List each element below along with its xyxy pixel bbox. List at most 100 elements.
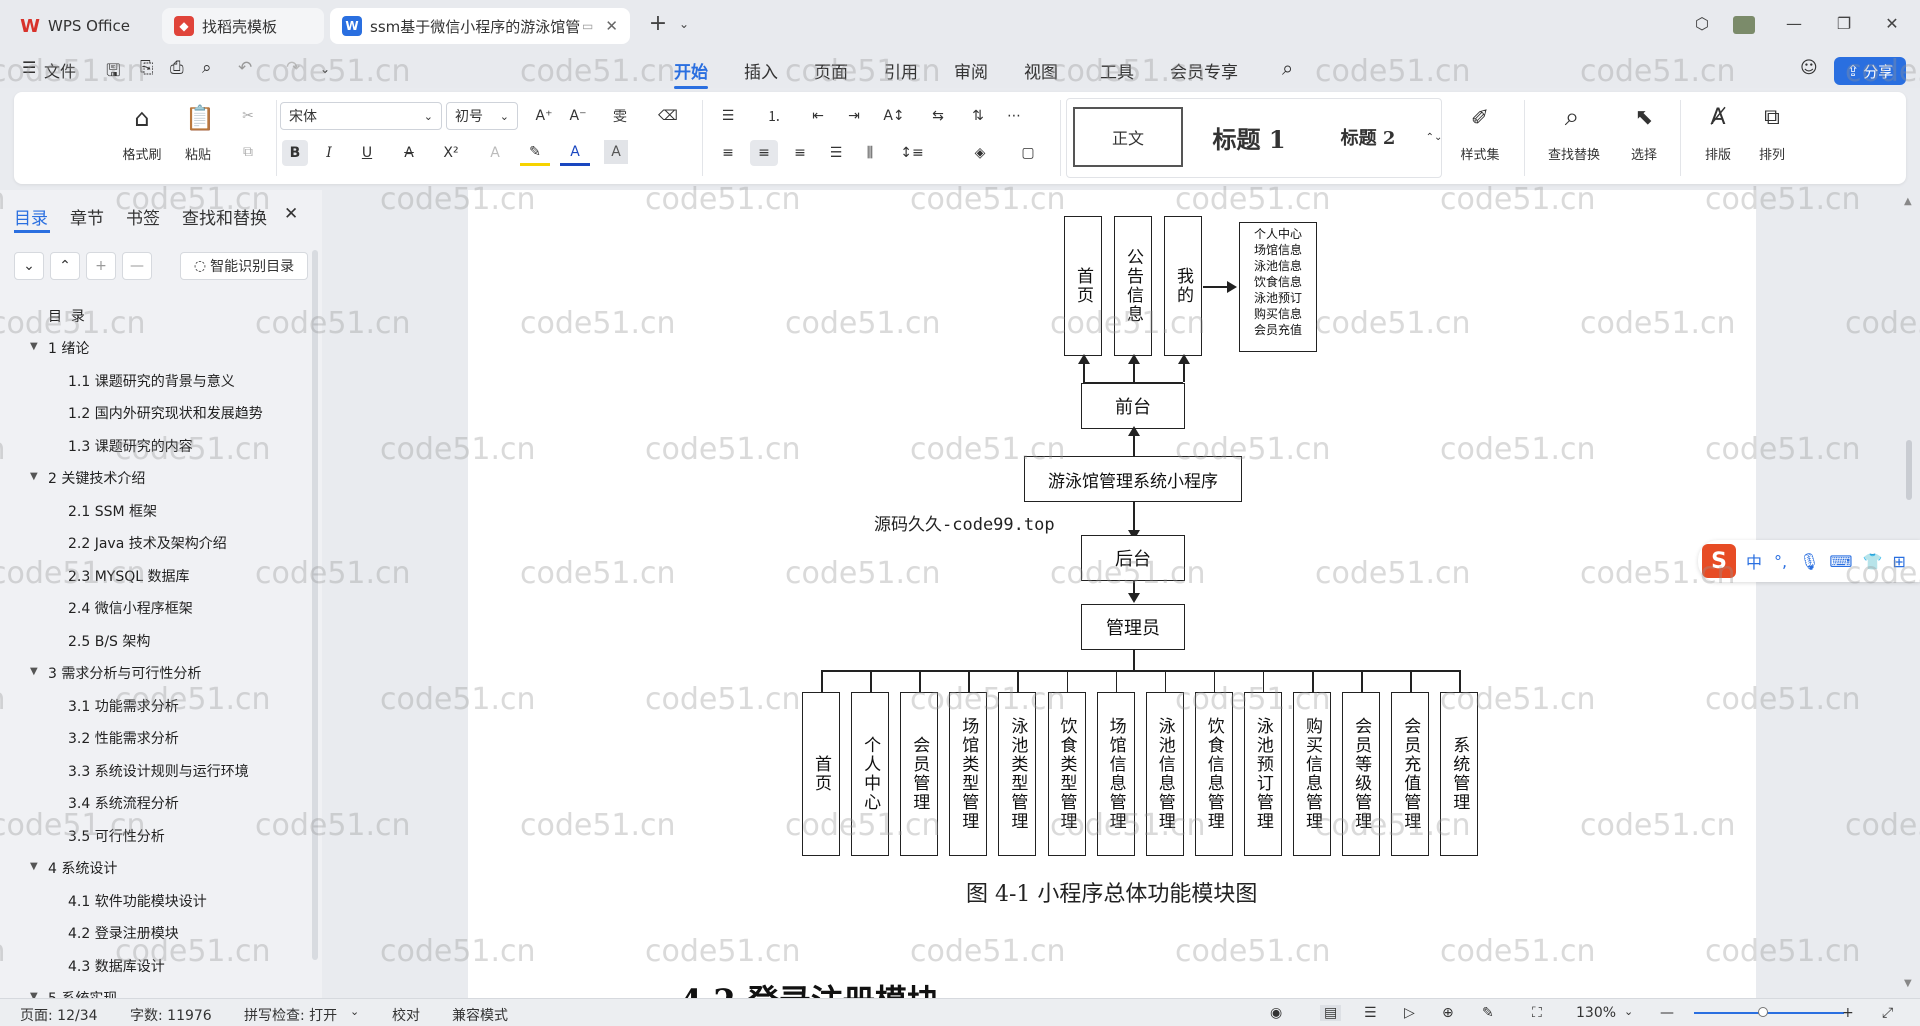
menu-review[interactable]: 审阅	[954, 63, 988, 83]
word-count[interactable]: 字数: 11976	[130, 1008, 212, 1024]
monitor-icon[interactable]: ▭	[582, 19, 594, 33]
tab-toc[interactable]: 目录	[14, 209, 48, 229]
new-tab-button[interactable]: +	[648, 11, 668, 36]
toc-item[interactable]: 2.5 B/S 架构	[68, 633, 151, 650]
char-shading-icon[interactable]: A	[604, 140, 628, 164]
tab-wps-office[interactable]: W WPS Office	[8, 8, 154, 44]
toolbox-icon[interactable]: ⊞	[1892, 551, 1906, 571]
format-painter-button[interactable]: 格式刷	[122, 147, 162, 163]
menu-insert[interactable]: 插入	[744, 63, 778, 83]
web-view-icon[interactable]: ⊕	[1442, 1005, 1454, 1021]
zoom-slider-thumb[interactable]	[1758, 1007, 1768, 1017]
preview-icon[interactable]: ⌕	[202, 58, 212, 78]
expand-triangle-icon[interactable]: ▼	[30, 861, 38, 872]
font-name-select[interactable]: 宋体⌄	[280, 102, 442, 130]
toc-item[interactable]: 4.3 数据库设计	[68, 958, 165, 975]
tab-find-replace[interactable]: 查找和替换	[182, 209, 267, 229]
zoom-level[interactable]: 130%	[1576, 1005, 1617, 1021]
shrink-font-icon[interactable]: A⁻	[569, 108, 587, 124]
strikethrough-icon[interactable]: A	[404, 145, 414, 161]
close-pane-icon[interactable]: ✕	[284, 204, 299, 224]
menu-tools[interactable]: 工具	[1100, 63, 1134, 83]
search-icon[interactable]: ⌕	[1282, 56, 1294, 80]
toc-item[interactable]: 2.1 SSM 框架	[68, 503, 158, 520]
export-icon[interactable]: ⎘	[140, 58, 154, 78]
select-cursor-icon[interactable]: ⬉	[1634, 104, 1654, 130]
scroll-up-icon[interactable]: ▲	[1904, 196, 1912, 207]
style-heading-1[interactable]: 标题 1	[1212, 124, 1286, 154]
menu-view[interactable]: 视图	[1024, 63, 1058, 83]
page-indicator[interactable]: 页面: 12/34	[20, 1008, 98, 1024]
layout-icon[interactable]: Ⱥ	[1710, 104, 1726, 130]
fullscreen-icon[interactable]: ⤢	[1882, 1005, 1894, 1021]
format-painter-icon[interactable]: ⌂	[134, 104, 150, 132]
close-window-button[interactable]: ✕	[1885, 14, 1899, 33]
style-set-button[interactable]: 样式集	[1460, 147, 1500, 163]
print-icon[interactable]: ⎙	[170, 58, 184, 78]
tab-stop-icon[interactable]: ⋯	[1007, 108, 1021, 124]
bold-icon[interactable]: B	[282, 140, 308, 166]
zoom-chevron-icon[interactable]: ⌄	[1624, 1005, 1634, 1018]
toc-item[interactable]: 3.3 系统设计规则与运行环境	[68, 763, 249, 780]
clear-format-icon[interactable]: ⌫	[658, 108, 678, 124]
toc-item[interactable]: 4.1 软件功能模块设计	[68, 893, 207, 910]
toc-item[interactable]: 2.2 Java 技术及架构介绍	[68, 536, 227, 552]
toc-item[interactable]: 1 绪论	[48, 341, 90, 357]
file-menu[interactable]: 文件	[44, 62, 77, 81]
zoom-slider[interactable]	[1694, 1012, 1844, 1014]
add-entry-icon[interactable]: +	[86, 252, 116, 280]
menu-page[interactable]: 页面	[814, 63, 848, 83]
toc-item[interactable]: 3.2 性能需求分析	[68, 731, 179, 747]
toc-item[interactable]: 1.2 国内外研究现状和发展趋势	[68, 406, 263, 422]
fill-color-icon[interactable]: ◈	[974, 145, 986, 161]
toc-item[interactable]: 3.1 功能需求分析	[68, 698, 179, 715]
scroll-down-icon[interactable]: ▼	[1904, 978, 1912, 989]
pen-icon[interactable]: ✎	[1482, 1005, 1494, 1021]
grow-font-icon[interactable]: A⁺	[535, 108, 553, 124]
toc-item[interactable]: 4.2 登录注册模块	[68, 926, 179, 942]
expand-triangle-icon[interactable]: ▼	[30, 341, 38, 352]
style-scroll-icon[interactable]: ⌃⌄	[1425, 131, 1443, 143]
font-size-select[interactable]: 初号⌄	[446, 102, 518, 130]
skin-icon[interactable]: 👕	[1862, 551, 1883, 571]
toc-item[interactable]: 2 关键技术介绍	[48, 471, 146, 487]
tab-chapters[interactable]: 章节	[70, 209, 104, 229]
remove-entry-icon[interactable]: —	[122, 252, 152, 280]
redo-icon[interactable]: ↷	[286, 58, 301, 78]
paste-button[interactable]: 粘贴	[184, 147, 211, 163]
ime-lang[interactable]: 中	[1746, 553, 1763, 572]
arrange-icon[interactable]: ⧉	[1764, 104, 1780, 130]
keyboard-icon[interactable]: ⌨	[1829, 551, 1853, 571]
undo-icon[interactable]: ↶	[238, 58, 253, 78]
distribute-icon[interactable]: ⫼	[866, 145, 874, 161]
expand-triangle-icon[interactable]: ▼	[30, 471, 38, 482]
superscript-icon[interactable]: X²	[443, 145, 459, 161]
hamburger-menu-icon[interactable]: ☰	[22, 58, 37, 77]
italic-icon[interactable]: I	[326, 145, 332, 161]
tab-document[interactable]: W ssm基于微信小程序的游泳馆管 ▭ ✕	[330, 8, 630, 44]
fit-page-icon[interactable]: ⛶	[1532, 1005, 1542, 1021]
underline-icon[interactable]: U	[361, 145, 373, 161]
copy-icon[interactable]: ⧉	[243, 144, 253, 160]
play-icon[interactable]: ▷	[1404, 1005, 1415, 1021]
page-view-icon[interactable]: ▤	[1320, 1005, 1342, 1021]
toc-item[interactable]: 4 系统设计	[48, 861, 118, 877]
toc-item[interactable]: 2.3 MYSQL 数据库	[68, 568, 190, 585]
outline-view-icon[interactable]: ☰	[1364, 1005, 1377, 1021]
menu-vip[interactable]: 会员专享	[1170, 63, 1238, 83]
cut-icon[interactable]: ✂	[242, 108, 254, 124]
chevron-down-icon[interactable]: ⌄	[678, 17, 690, 31]
toc-item[interactable]: 2.4 微信小程序框架	[68, 601, 193, 617]
zoom-out-icon[interactable]: —	[1660, 1005, 1674, 1021]
numbered-list-icon[interactable]: ⒈	[767, 109, 781, 125]
spell-chevron-icon[interactable]: ⌄	[350, 1005, 360, 1018]
smart-toc-button[interactable]: ◌智能识别目录	[180, 252, 308, 280]
text-effect-icon[interactable]: A	[490, 145, 500, 161]
menu-home[interactable]: 开始	[674, 58, 708, 89]
zoom-in-icon[interactable]: +	[1842, 1005, 1854, 1021]
eye-protect-icon[interactable]: ◉	[1270, 1005, 1283, 1021]
font-color-icon[interactable]: A	[560, 140, 590, 166]
style-set-icon[interactable]: ✐	[1470, 105, 1490, 131]
style-normal[interactable]: 正文	[1073, 107, 1183, 167]
proofread[interactable]: 校对	[392, 1008, 420, 1024]
